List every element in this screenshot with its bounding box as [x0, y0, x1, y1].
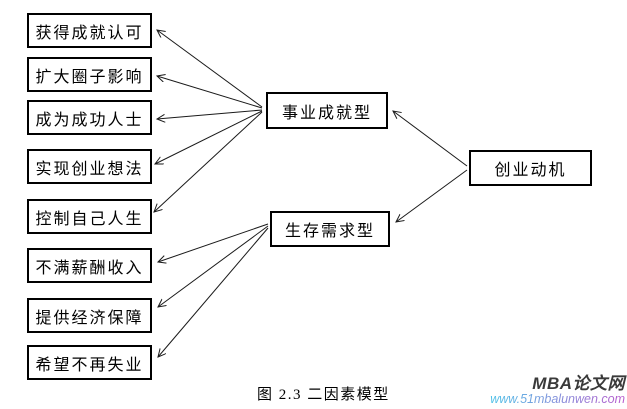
arrow-survival-to-salary: [158, 223, 269, 262]
arrow-career-to-influence: [157, 76, 263, 109]
node-salary-dissatisfaction: 不满薪酬收入: [27, 248, 152, 283]
node-economic-security: 提供经济保障: [27, 298, 152, 333]
arrow-survival-to-security: [158, 225, 269, 307]
arrow-career-to-successful: [157, 109, 263, 119]
arrow-career-to-ideas: [155, 110, 263, 164]
node-career-achievement-type: 事业成就型: [266, 92, 388, 129]
node-survival-needs-type: 生存需求型: [270, 211, 390, 247]
node-become-successful: 成为成功人士: [27, 100, 152, 135]
watermark-site-url: www.51mbalunwen.com: [490, 391, 625, 406]
node-entrepreneurial-motivation: 创业动机: [469, 150, 592, 186]
arrow-motivation-to-career: [393, 111, 468, 167]
arrow-motivation-to-survival: [396, 169, 468, 222]
arrow-career-to-control-life: [154, 111, 263, 212]
node-realize-ideas: 实现创业想法: [27, 149, 152, 184]
node-control-life: 控制自己人生: [27, 199, 152, 234]
figure-caption: 图 2.3 二因素模型: [257, 387, 390, 403]
node-expand-influence: 扩大圈子影响: [27, 57, 152, 92]
arrow-survival-to-employment: [158, 227, 269, 357]
node-avoid-unemployment: 希望不再失业: [27, 345, 152, 380]
watermark-site-name: MBA论文网: [532, 374, 625, 394]
watermark: MBA论文网 www.51mbalunwen.com: [490, 375, 625, 406]
arrow-career-to-recognition: [157, 30, 263, 108]
node-gain-recognition: 获得成就认可: [27, 13, 152, 48]
